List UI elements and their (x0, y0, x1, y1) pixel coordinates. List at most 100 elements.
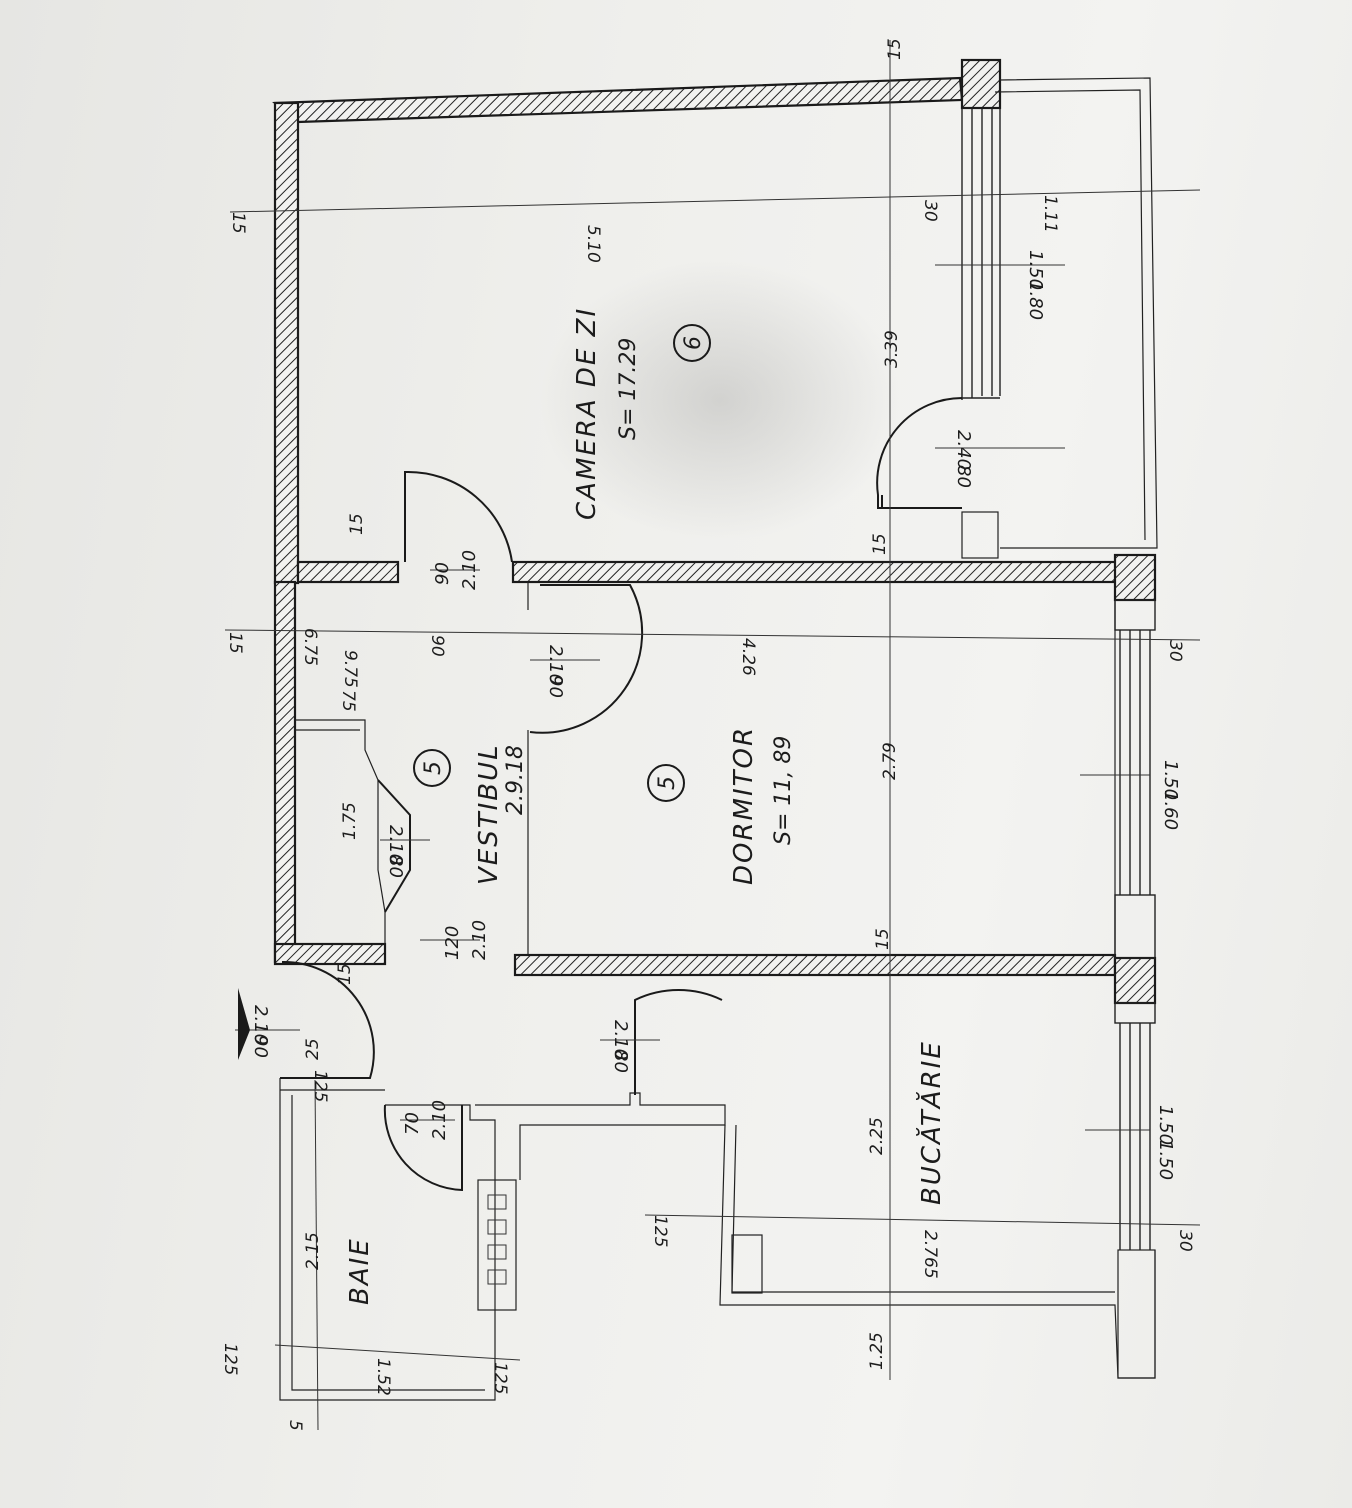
room-living-area: S= 17.29 (616, 338, 641, 440)
dim-kitchen-depth: 2.25 (867, 1117, 887, 1155)
dim-bath-5: 5 (285, 1420, 305, 1431)
dim-axis-75: 75 (338, 690, 358, 712)
dim-wall-15-d: 15 (873, 928, 893, 950)
door-bath-swing (383, 1104, 463, 1192)
door-kitchen-swing (634, 989, 723, 1095)
entry-door-bottom: 90 (250, 1035, 271, 1058)
smudge (540, 260, 900, 540)
walls (272, 58, 1157, 1005)
dim-wall-15-b: 15 (347, 513, 367, 535)
wall-closet-stub (273, 942, 387, 966)
labels: CAMERA DE ZI S= 17.29 6 DORMITOR S= 11, … (220, 38, 1195, 1430)
entry-arrow (238, 988, 250, 1060)
door-bath-bottom: 2.10 (429, 1100, 450, 1140)
door-bedroom-top: 2.10 (545, 645, 566, 685)
win-kitchen-top: 1.50 (1155, 1105, 1176, 1145)
vent-4 (487, 1269, 507, 1285)
window-bedroom (1114, 599, 1156, 959)
win-living-top: 1.50 (1025, 250, 1046, 290)
dim-kitchen-bottom-125: 1.25 (867, 1332, 887, 1370)
balcony-inner (994, 89, 1146, 541)
wall-top (272, 76, 964, 124)
room-bedroom-area: S= 11, 89 (771, 736, 796, 845)
door-closet-bottom: 80 (385, 855, 406, 878)
door-closet-swing (377, 779, 411, 913)
dim-bath-125a: 125 (220, 1343, 240, 1375)
vent-1 (487, 1194, 507, 1210)
room-hall-number: 5 (421, 761, 446, 775)
dim-kitchen-width: 2.765 (920, 1230, 940, 1279)
dim-axis-90: 90 (427, 635, 447, 657)
wall-living-bedroom (511, 560, 1120, 584)
room-bath-name: BAIE (345, 1237, 375, 1305)
dim-kitchen-125: 125 (650, 1215, 670, 1247)
room-living-name: CAMERA DE ZI (572, 307, 602, 520)
dim-wall-15-c: 15 (870, 533, 890, 555)
door-bedroom-swing (529, 584, 644, 734)
kitchen-partition (475, 1092, 726, 1180)
wall-partition-stub (296, 560, 400, 584)
dim-closet: 1.75 (340, 802, 360, 840)
win-bedroom-top: 1.50 (1160, 760, 1181, 800)
vent-2 (487, 1219, 507, 1235)
vent-3 (487, 1244, 507, 1260)
dim-bedroom-depth: 2.79 (880, 742, 900, 780)
room-bedroom-name: DORMITOR (729, 726, 759, 885)
dim-living-wall-left: 15 (228, 212, 248, 234)
dim-bath-length: 2.15 (303, 1232, 323, 1270)
wall-left-lower (273, 580, 297, 964)
room-6-circle (673, 324, 711, 362)
doors (280, 397, 963, 1192)
dimension-lines (224, 40, 1201, 1431)
door-kitchen-top: 2.10 (610, 1020, 631, 1060)
door-balcony-swing (876, 397, 963, 509)
room-hall-name: VESTIBUL (474, 743, 504, 885)
dim-wall-15-e: 15 (335, 963, 355, 985)
dim-axis-15: 15 (225, 632, 245, 654)
win-living-bottom: 1.80 (1025, 280, 1046, 320)
room-kitchen-name: BUCĂTĂRIE (915, 1040, 947, 1205)
dim-bath-125c: 125 (310, 1070, 330, 1102)
dim-bath-125b: 125 (490, 1362, 510, 1394)
dim-kitchen-30: 30 (1175, 1230, 1195, 1252)
kitchen-pier (1117, 1249, 1156, 1379)
dim-living-depth: 3.39 (882, 330, 902, 368)
dim-length-total: 4.26 (738, 638, 758, 676)
room-hall-area: 2.9.18 (503, 745, 528, 815)
dim-wall-25: 25 (303, 1038, 323, 1060)
door-bath-top: 70 (402, 1112, 423, 1135)
room-bedroom-number: 5 (655, 776, 680, 790)
door-closet-top: 2.10 (385, 825, 406, 865)
kitchen-counter (731, 1234, 763, 1294)
vent-duct (477, 1179, 517, 1311)
room-5-circle-bedroom (647, 764, 685, 802)
room-5-circle-hall (413, 749, 451, 787)
door-bedroom-bottom: 90 (545, 675, 566, 698)
bath-inner (291, 1095, 485, 1391)
balcony-door-bottom: 80 (953, 465, 974, 488)
balcony-pillar (961, 511, 999, 559)
dim-wall-15-a: 15 (885, 38, 905, 60)
pier-mid-right (1113, 553, 1157, 602)
door-living-top: 90 (432, 562, 453, 585)
dim-axis-30: 30 (1165, 640, 1185, 662)
bath-outline (279, 1078, 496, 1401)
opening-hall-bottom: 2.10 (469, 920, 490, 960)
room-living-number: 6 (681, 336, 706, 350)
window-kitchen (1114, 1002, 1156, 1250)
pier-low-right (1113, 956, 1157, 1005)
opening-hall-top: 120 (442, 926, 463, 960)
door-entry-swing (280, 960, 375, 1079)
entry-door-top: 2.10 (250, 1005, 271, 1045)
wall-bedroom-kitchen (513, 953, 1117, 977)
door-kitchen-bottom: 80 (610, 1050, 631, 1073)
window-living (961, 108, 1001, 400)
dim-axis-975: 9.75 (340, 650, 360, 688)
dim-bath-width: 1.52 (373, 1358, 393, 1396)
door-living-bottom: 2.10 (459, 550, 480, 590)
pier-top-right (960, 58, 1002, 110)
dim-balcony: 1.11 (1040, 195, 1060, 233)
windows (961, 108, 1156, 1250)
